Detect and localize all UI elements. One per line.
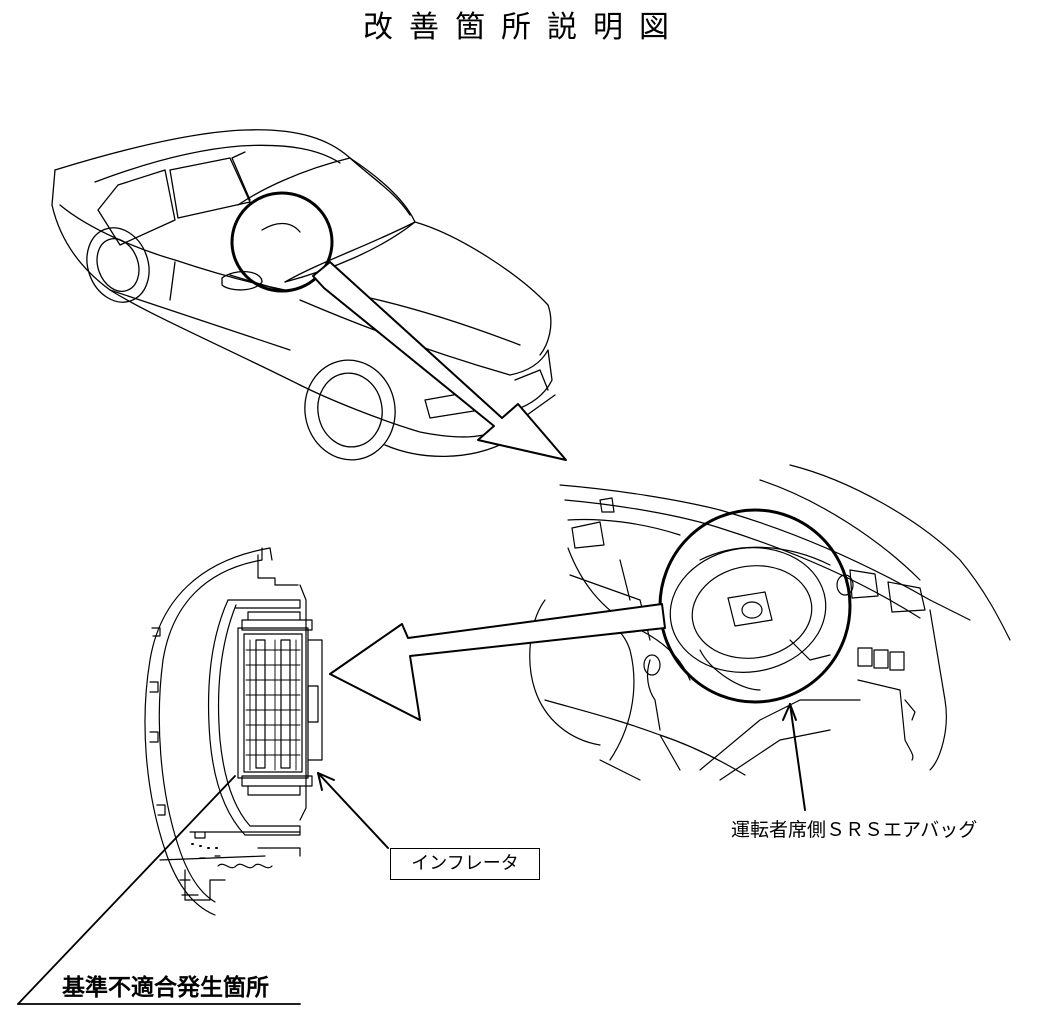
- airbag-pointer: [782, 703, 806, 811]
- inflator-cross-section: [144, 547, 323, 916]
- highlight-circle-car: [230, 191, 334, 293]
- defect-pointer: [17, 775, 301, 1005]
- defect-location-label: 基準不適合発生箇所: [62, 975, 269, 1001]
- arrow-car-to-dashboard: [312, 261, 567, 461]
- arrow-steering-to-section: [329, 603, 666, 721]
- highlight-circle-steering: [658, 508, 852, 704]
- airbag-label: 運転者席側ＳＲＳエアバッグ: [731, 819, 978, 841]
- car-illustration: [51, 129, 556, 461]
- inflator-label: インフレータ: [390, 848, 540, 880]
- inflator-pointer: [317, 772, 389, 849]
- page-title: 改善箇所説明図: [363, 10, 685, 45]
